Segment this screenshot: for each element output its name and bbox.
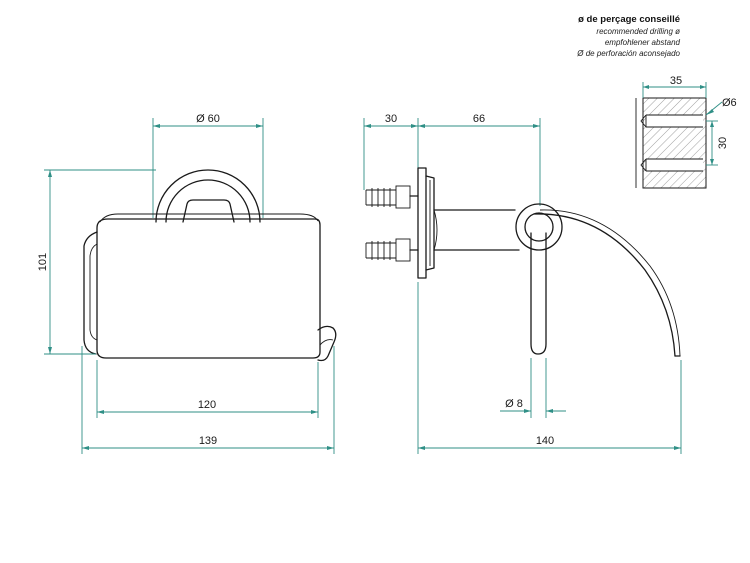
side-projection-label: 66 [473, 113, 485, 125]
rosette-inner [165, 179, 251, 223]
wall-section [642, 97, 707, 189]
rosette-profile [425, 175, 435, 271]
side-wall-depth-label: 30 [385, 113, 397, 125]
arm-block [182, 199, 235, 223]
wall-anchor-top [365, 185, 419, 209]
wall-anchor-bottom [365, 238, 419, 262]
cover-flap-inner [539, 209, 681, 357]
side-total-depth-label: 140 [536, 435, 554, 447]
front-inner-width-label: 120 [198, 399, 216, 411]
roll-end [317, 325, 337, 362]
hub-outer [515, 203, 563, 251]
hub-inner [524, 212, 554, 242]
side-arm-diameter-label: Ø 8 [505, 398, 523, 410]
side-view: 30 66 [363, 113, 682, 454]
cover-left-edge [83, 231, 98, 355]
drilling-note-line-en: recommended drilling ø [596, 27, 680, 36]
drill-spacing-label: 30 [717, 137, 729, 149]
front-diameter-label: Ø 60 [196, 113, 220, 125]
cover-flap-outer [533, 213, 676, 357]
wall-plate [417, 167, 427, 279]
front-height-label: 101 [37, 253, 49, 271]
drilling-note-line-es: Ø de perforación aconsejado [576, 49, 680, 58]
drilling-note: ø de perçage conseillé recommended drill… [576, 14, 680, 58]
drill-diameter-label: Ø6 [722, 97, 737, 109]
front-view: Ø 60 101 120 139 [37, 113, 337, 454]
drilling-note-title: ø de perçage conseillé [578, 14, 680, 25]
roll-rod [530, 232, 547, 355]
drilling-note-line-de: empfohlener abstand [605, 38, 681, 47]
rosette-outer [155, 169, 261, 223]
drill-detail: 35 Ø6 30 [635, 75, 737, 189]
front-total-width-label: 139 [199, 435, 217, 447]
drill-depth-label: 35 [670, 75, 682, 87]
cover-plate [96, 218, 321, 359]
